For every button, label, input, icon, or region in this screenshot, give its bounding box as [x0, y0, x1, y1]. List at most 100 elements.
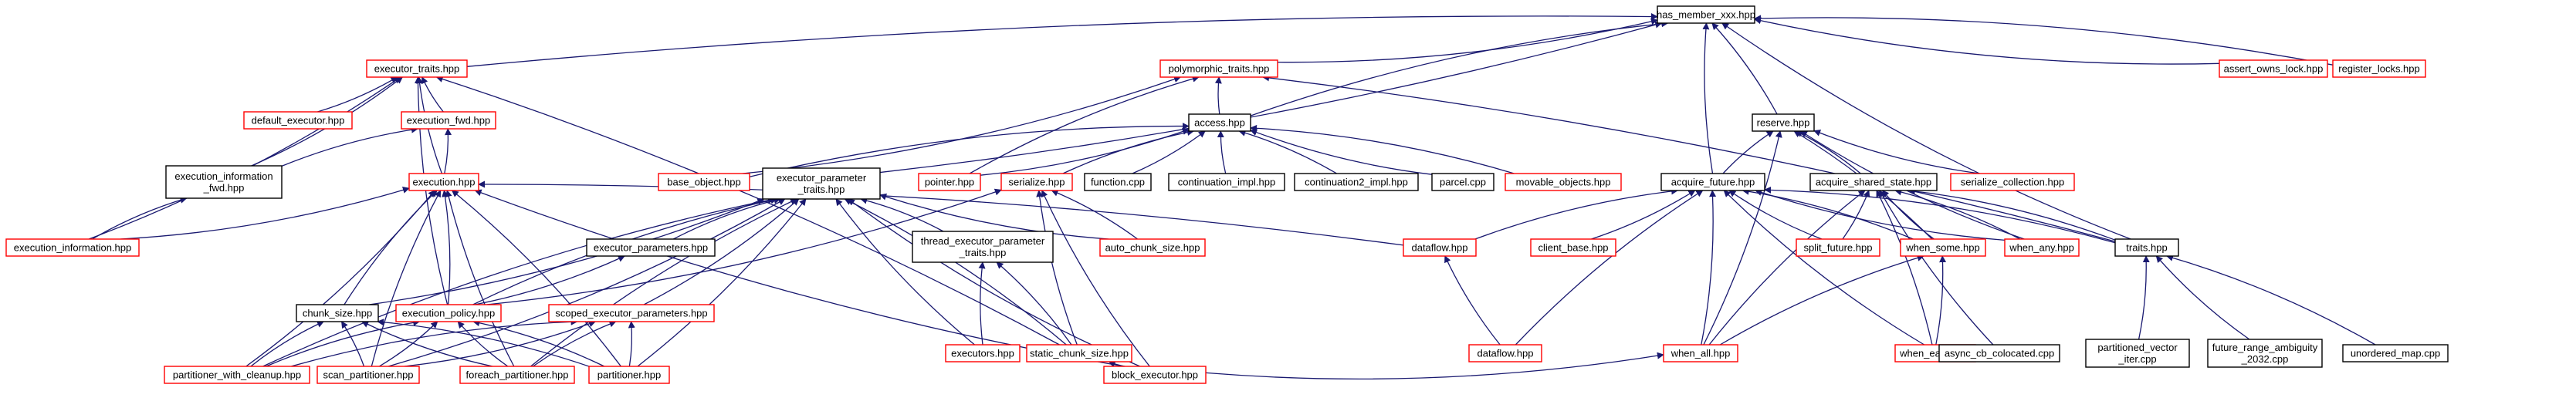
node-label: access.hpp — [1194, 117, 1245, 129]
node-dataflow-b[interactable]: dataflow.hpp — [1468, 344, 1542, 362]
node-foreach-partitioner[interactable]: foreach_partitioner.hpp — [459, 366, 575, 384]
edge-execution_policy-to-executor_traits — [414, 76, 449, 305]
edge-execution_information_fwd-to-execution_fwd — [281, 126, 418, 167]
edge-client_base-to-acquire_future — [1591, 190, 1696, 240]
edge-async_cb_colocated-to-acquire_shared_state — [1879, 190, 1994, 346]
edge-when_any-to-acquire_future — [1755, 189, 2006, 241]
node-box — [912, 231, 1054, 263]
edge-static_chunk_size-to-executor_parameter_traits — [844, 198, 1067, 346]
node-box — [296, 304, 379, 322]
node-label: base_object.hpp — [667, 177, 740, 188]
node-executor-parameters[interactable]: executor_parameters.hpp — [586, 238, 716, 257]
edge-execution_information-to-execution — [120, 187, 410, 240]
node-label: scan_partitioner.hpp — [323, 369, 413, 381]
node-executors[interactable]: executors.hpp — [945, 344, 1021, 362]
edge-executor_parameters-to-executor_parameter_traits — [673, 197, 781, 240]
node-continuation-impl[interactable]: continuation_impl.hpp — [1168, 173, 1285, 191]
node-when-some[interactable]: when_some.hpp — [1900, 238, 1986, 257]
edge-scoped_executor_parameters-to-executor_parameter_traits — [643, 198, 800, 305]
node-execution-information[interactable]: execution_information.hpp — [5, 238, 140, 257]
node-chunk-size[interactable]: chunk_size.hpp — [296, 304, 379, 322]
node-register-locks[interactable]: register_locks.hpp — [2332, 59, 2426, 78]
node-split-future[interactable]: split_future.hpp — [1796, 238, 1880, 257]
node-partitioner-with-cleanup[interactable]: partitioner_with_cleanup.hpp — [164, 366, 310, 384]
node-scoped-executor-parameters[interactable]: scoped_executor_parameters.hpp — [548, 304, 715, 322]
node-box — [316, 366, 420, 384]
node-partitioner[interactable]: partitioner.hpp — [588, 366, 670, 384]
node-box — [1657, 5, 1755, 24]
edge-register_locks-to-has_member — [1754, 15, 2334, 66]
edge-pointer-to-polymorphic_traits — [969, 75, 1200, 174]
edge-static_chunk_size-to-executor_traits — [435, 76, 1060, 346]
node-label: partitioner.hpp — [597, 369, 661, 381]
edge-block_executor-to-serialize — [1041, 190, 1150, 367]
node-acquire-future[interactable]: acquire_future.hpp — [1660, 173, 1765, 191]
edge-when_all-to-reserve — [1703, 130, 1782, 346]
node-box — [1000, 173, 1073, 191]
node-future-range-ambiguity[interactable]: future_range_ambiguity_2032.cpp — [2207, 339, 2323, 368]
node-box — [658, 173, 750, 191]
edge-future_range_ambiguity-to-traits — [2155, 255, 2250, 340]
node-serialize[interactable]: serialize.hpp — [1000, 173, 1073, 191]
edge-partitioner-to-scoped_executor_parameters — [628, 321, 635, 367]
edge-when_all-to-acquire_shared_state — [1708, 190, 1866, 346]
node-thread-executor-parameter-traits[interactable]: thread_executor_parameter_traits.hpp — [912, 231, 1054, 263]
node-assert-owns-lock[interactable]: assert_owns_lock.hpp — [2219, 59, 2328, 78]
node-async-cb-colocated[interactable]: async_cb_colocated.cpp — [1938, 344, 2060, 362]
node-when-any[interactable]: when_any.hpp — [2004, 238, 2080, 257]
edge-acquire_future-to-reserve — [1722, 130, 1774, 174]
node-dataflow-a[interactable]: dataflow.hpp — [1403, 238, 1477, 257]
node-executor-parameter-traits[interactable]: executor_parameter_traits.hpp — [762, 167, 881, 200]
node-execution-information-fwd[interactable]: execution_information_fwd.hpp — [165, 165, 283, 199]
node-continuation2-impl[interactable]: continuation2_impl.hpp — [1294, 173, 1419, 191]
node-polymorphic-traits[interactable]: polymorphic_traits.hpp — [1159, 59, 1278, 78]
node-block-executor[interactable]: block_executor.hpp — [1103, 366, 1207, 384]
node-box — [1663, 344, 1738, 362]
node-pointer[interactable]: pointer.hpp — [918, 173, 981, 191]
node-box — [1938, 344, 2060, 362]
node-client-base[interactable]: client_base.hpp — [1530, 238, 1616, 257]
node-box — [2085, 339, 2190, 368]
node-serialize-collection[interactable]: serialize_collection.hpp — [1950, 173, 2075, 191]
edge-partitioner_with_cleanup-to-scoped_executor_parameters — [291, 318, 578, 367]
edge-unordered_map-to-traits — [2166, 254, 2376, 346]
edge-executors-to-thread_executor_parameter_traits — [978, 261, 986, 346]
node-execution-fwd[interactable]: execution_fwd.hpp — [401, 111, 496, 130]
node-when-all[interactable]: when_all.hpp — [1663, 344, 1738, 362]
edge-dataflow_b-to-dataflow_a — [1444, 255, 1501, 346]
node-static-chunk-size[interactable]: static_chunk_size.hpp — [1026, 344, 1132, 362]
node-execution-policy[interactable]: execution_policy.hpp — [395, 304, 502, 322]
edge-base_object-to-access — [749, 123, 1190, 177]
node-access[interactable]: access.hpp — [1188, 113, 1251, 132]
node-label: unordered_map.cpp — [2351, 348, 2440, 359]
node-acquire-shared-state[interactable]: acquire_shared_state.hpp — [1809, 173, 1938, 191]
node-reserve[interactable]: reserve.hpp — [1752, 113, 1815, 132]
node-unordered-map[interactable]: unordered_map.cpp — [2342, 344, 2449, 362]
node-scan-partitioner[interactable]: scan_partitioner.hpp — [316, 366, 420, 384]
node-label: chunk_size.hpp — [303, 308, 372, 319]
edge-chunk_size-to-executor_parameter_traits — [369, 197, 765, 305]
node-partitioned-vector-iter[interactable]: partitioned_vector_iter.cpp — [2085, 339, 2190, 368]
node-base-object[interactable]: base_object.hpp — [658, 173, 750, 191]
edge-execution_information-to-execution_information_fwd — [92, 197, 188, 240]
node-label: parcel.cpp — [1440, 177, 1486, 188]
node-executor-traits[interactable]: executor_traits.hpp — [366, 59, 468, 78]
node-label: partitioner_with_cleanup.hpp — [173, 369, 301, 381]
node-execution[interactable]: execution.hpp — [408, 173, 479, 191]
node-function[interactable]: function.cpp — [1084, 173, 1152, 191]
node-has-member[interactable]: has_member_xxx.hpp — [1657, 5, 1755, 24]
node-movable-objects[interactable]: movable_objects.hpp — [1505, 173, 1622, 191]
node-box — [1752, 113, 1815, 132]
node-parcel[interactable]: parcel.cpp — [1431, 173, 1494, 191]
edge-when_some-to-acquire_shared_state — [1882, 190, 1935, 240]
node-label: serialize_collection.hpp — [1961, 177, 2064, 188]
node-default-executor[interactable]: default_executor.hpp — [243, 111, 353, 130]
edge-partitioner-to-executor_parameter_traits — [637, 198, 807, 367]
edge-when_each-to-acquire_shared_state — [1876, 190, 1933, 346]
node-label: dataflow.hpp — [1411, 242, 1467, 254]
node-auto-chunk-size[interactable]: auto_chunk_size.hpp — [1099, 238, 1206, 257]
node-label: function.cpp — [1091, 177, 1145, 188]
node-box — [165, 165, 283, 199]
node-traits[interactable]: traits.hpp — [2114, 238, 2179, 257]
node-box — [459, 366, 575, 384]
